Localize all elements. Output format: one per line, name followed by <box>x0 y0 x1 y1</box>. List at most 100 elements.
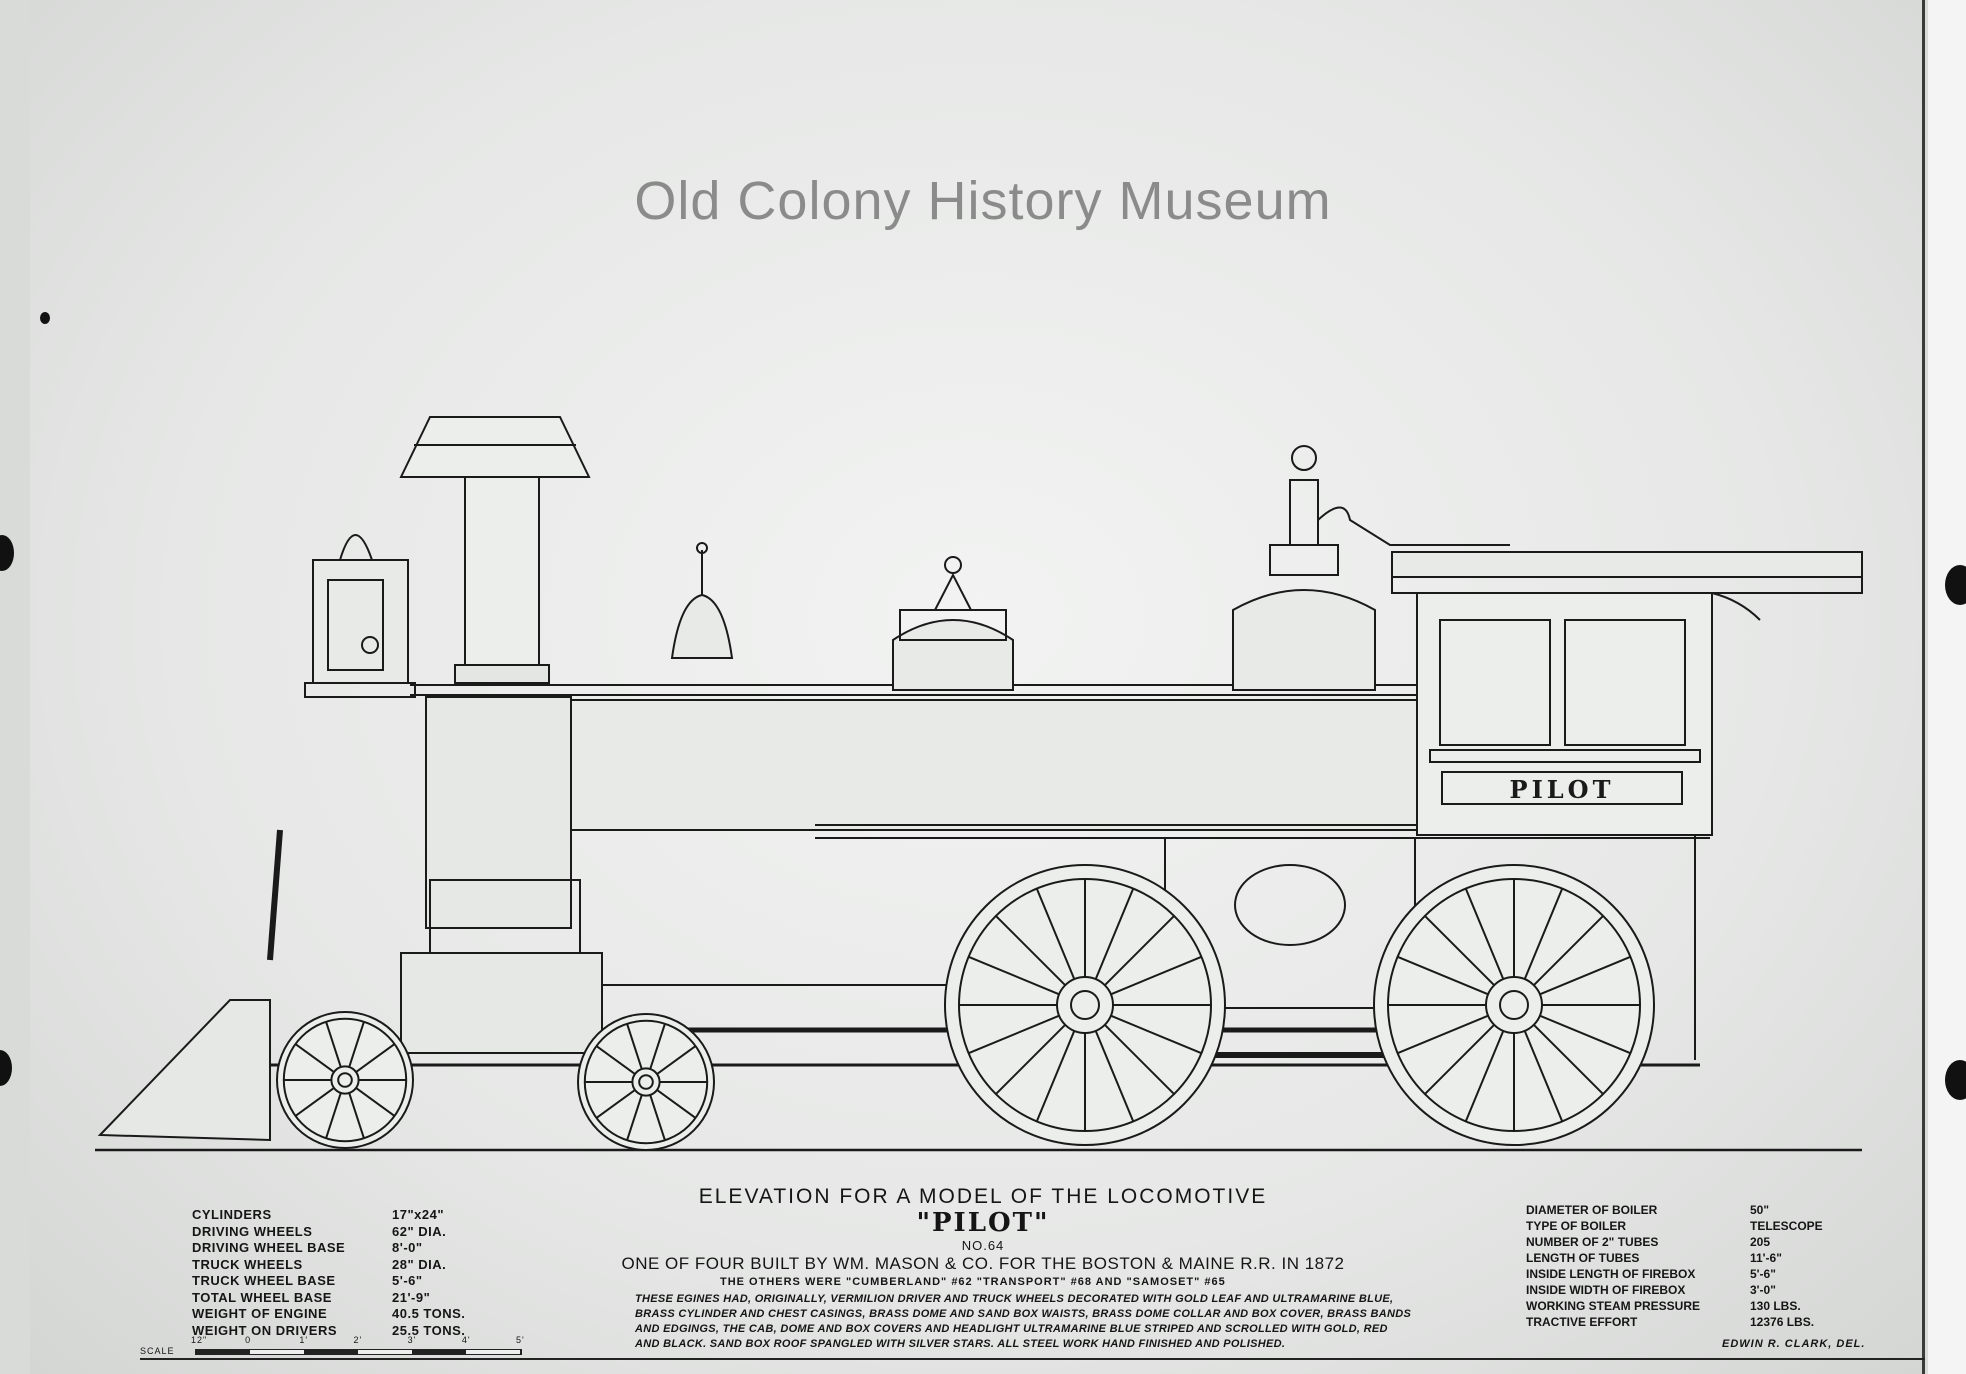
locomotive-name: "PILOT" <box>916 1208 1050 1238</box>
scale-tick: 1' <box>299 1335 309 1345</box>
spec-value: 8'-0" <box>392 1240 423 1255</box>
scale-tick: 12" <box>191 1335 208 1345</box>
wheel-spoke <box>1094 1030 1135 1122</box>
truck-wheel <box>577 1013 715 1151</box>
spec-value: 5'-6" <box>392 1273 423 1288</box>
spec-label: TRACTIVE EFFORT <box>1526 1315 1638 1329</box>
wheel-spoke <box>968 1014 1060 1055</box>
wheel-spoke <box>1464 1030 1505 1122</box>
wheel-spoke <box>355 1043 396 1073</box>
spec-label: WEIGHT ON DRIVERS <box>192 1322 338 1338</box>
scale-tick: 0 <box>245 1335 252 1345</box>
livery-description: THESE EGINES HAD, ORIGINALLY, VERMILION … <box>635 1292 1411 1352</box>
wheel-spoke <box>626 1023 643 1070</box>
cab: PILOT <box>1391 551 1863 1060</box>
punch-hole <box>40 312 50 324</box>
spec-label: TOTAL WHEEL BASE <box>192 1289 332 1305</box>
cab-nameplate: PILOT <box>1510 775 1615 804</box>
spec-value: 17"x24" <box>392 1207 444 1222</box>
draftsman-signature: EDWIN R. CLARK, DEL. <box>1722 1338 1866 1350</box>
livery-line: BRASS CYLINDER AND CHEST CASINGS, BRASS … <box>635 1308 1412 1320</box>
wheel-spoke <box>1533 915 1604 986</box>
spec-value: 130 LBS. <box>1750 1299 1801 1313</box>
livery-line: AND BLACK. SAND BOX ROOF SPANGLED WITH S… <box>635 1338 1286 1350</box>
scale-bar-fill <box>195 1349 522 1355</box>
wheel-spoke <box>1110 955 1202 996</box>
sister-engines-note: THE OTHERS WERE "CUMBERLAND" #62 "TRANSP… <box>720 1276 1226 1288</box>
spec-value: 62" DIA. <box>392 1223 447 1239</box>
scale-label: SCALE <box>140 1346 175 1356</box>
wheel-spoke <box>1523 888 1564 980</box>
wheel-spoke <box>995 915 1066 986</box>
punch-hole <box>0 535 14 571</box>
punch-hole <box>0 1050 12 1086</box>
livery-line: AND EDGINGS, THE CAB, DOME AND BOX COVER… <box>635 1323 1388 1335</box>
wheel-spoke <box>968 955 1060 996</box>
spec-value: 12376 LBS. <box>1750 1315 1815 1329</box>
pilot-cowcatcher <box>97 999 271 1142</box>
wheel-spoke <box>595 1089 636 1119</box>
spec-value: 28" DIA. <box>392 1256 447 1272</box>
wheel-spoke <box>1533 1024 1604 1095</box>
wheel-spoke <box>995 1024 1066 1095</box>
scale-tick: 5' <box>516 1335 525 1345</box>
wheel-spoke <box>649 1023 666 1070</box>
spec-label: DRIVING WHEEL BASE <box>192 1240 346 1255</box>
border-rule <box>140 1358 1925 1360</box>
wheel-spoke <box>1539 1014 1631 1055</box>
sheet-edge <box>1922 0 1925 1374</box>
spec-label: LENGTH OF TUBES <box>1526 1251 1640 1265</box>
punch-hole <box>1945 1060 1966 1100</box>
spec-label: TRUCK WHEELS <box>192 1256 303 1272</box>
spec-label: INSIDE WIDTH OF FIREBOX <box>1526 1283 1686 1297</box>
wheel-spoke <box>325 1021 342 1068</box>
wheel-spoke <box>656 1045 697 1075</box>
locomotive-number: NO.64 <box>961 1238 1005 1253</box>
wheel-spoke <box>1104 915 1175 986</box>
wheel-spoke <box>1035 1030 1076 1122</box>
sand-dome <box>892 556 1014 691</box>
spec-value: TELESCOPE <box>1750 1219 1823 1233</box>
spec-label: CYLINDERS <box>192 1207 272 1222</box>
spec-value: 5'-6" <box>1750 1267 1776 1281</box>
wheel-spoke <box>1424 915 1495 986</box>
wheel-spoke <box>1539 955 1631 996</box>
wheel-spoke <box>1523 1030 1564 1122</box>
spec-label: WORKING STEAM PRESSURE <box>1526 1299 1701 1313</box>
wheel-spoke <box>294 1043 335 1073</box>
drawing-title: ELEVATION FOR A MODEL OF THE LOCOMOTIVE <box>698 1185 1268 1208</box>
wheel-spoke <box>1397 955 1489 996</box>
driving-wheel <box>944 864 1226 1146</box>
punch-hole <box>1945 565 1966 605</box>
wheel-spoke <box>348 1021 365 1068</box>
headlamp <box>304 534 416 698</box>
wheel-spoke <box>1104 1024 1175 1095</box>
spec-label: TRUCK WHEEL BASE <box>192 1273 336 1288</box>
smokestack <box>399 416 591 684</box>
wheel-spoke <box>355 1087 396 1117</box>
coupling-bar <box>267 829 283 961</box>
steam-dome <box>1232 445 1510 691</box>
scale-tick: 2' <box>353 1335 363 1345</box>
smokebox <box>425 696 572 929</box>
watermark: Old Colony History Museum <box>634 171 1332 231</box>
wheel-spoke <box>656 1089 697 1119</box>
spec-value: 50" <box>1750 1203 1770 1217</box>
wheel-spoke <box>1094 888 1135 980</box>
spec-value: 3'-0" <box>1750 1283 1776 1297</box>
wheel-spoke <box>1035 888 1076 980</box>
scale-tick: 4' <box>461 1335 471 1345</box>
spec-label: DRIVING WHEELS <box>192 1223 313 1239</box>
wheel-spoke <box>1464 888 1505 980</box>
wheel-spoke <box>1424 1024 1495 1095</box>
spec-value: 21'-9" <box>392 1289 431 1305</box>
wheel-spoke <box>595 1045 636 1075</box>
wheel-spoke <box>294 1087 335 1117</box>
bell <box>670 542 734 659</box>
wheel-spoke <box>626 1094 643 1141</box>
spec-value: 205 <box>1750 1235 1771 1249</box>
cylinder <box>400 879 1200 1054</box>
spec-label: WEIGHT OF ENGINE <box>192 1306 328 1321</box>
spec-value: 25.5 TONS. <box>392 1322 466 1338</box>
